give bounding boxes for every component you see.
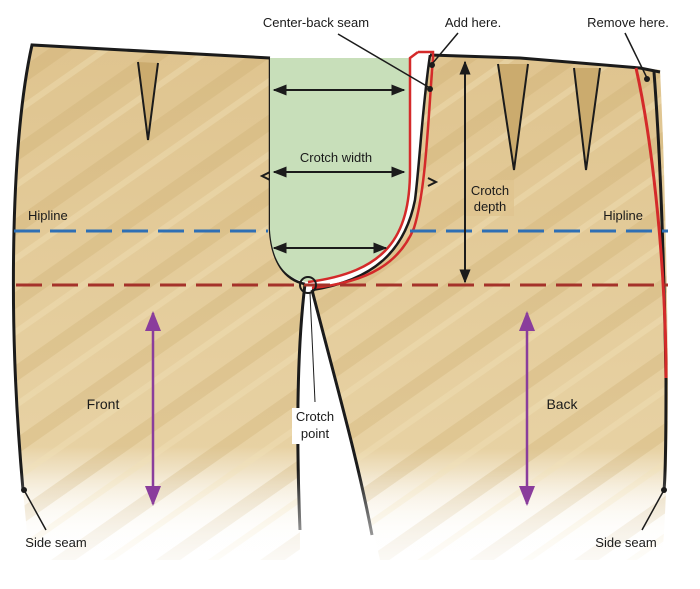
crotch-width-label: Crotch width [300,150,372,165]
crotch-curve-red-line [307,51,419,284]
add-here-leader [431,32,459,65]
crotch-point-leader [309,292,316,403]
crotch-point-label-line1: Crotch [296,409,334,424]
front-outline [11,43,271,491]
back-dart-2 [573,67,601,171]
front-label: Front [87,396,120,412]
hipline-right-label: Hipline [603,208,643,223]
remove-here-leader [624,32,648,79]
center-back-seam-dot [427,86,433,92]
back-dart-1 [497,63,529,171]
crotch-point-label-line2: point [301,426,330,441]
remove-here-dot [644,76,650,82]
front-dart [137,61,159,141]
back-outline-top [429,53,661,74]
front-panel-texture [14,45,305,560]
side-seam-right-leader [641,489,665,531]
bottom-fade [0,470,700,589]
crotch-width-label-bg [294,150,378,166]
center-back-seam-leader [337,33,431,89]
side-seam-left-label: Side seam [25,535,86,550]
side-seam-left-dot [21,487,27,493]
add-here-label: Add here. [445,15,501,30]
back-panel [310,53,668,560]
side-seam-right-label: Side seam [595,535,656,550]
back-center-seam-outline [311,54,432,292]
center-back-seam-label: Center-back seam [263,15,369,30]
side-seam-right-dot [661,487,667,493]
back-panel-texture [312,55,668,560]
remove-here-label: Remove here. [587,15,669,30]
crotch-depth-label-line2: depth [474,199,507,214]
crotch-point-label-bg [292,408,338,444]
hipline-left-label: Hipline [28,208,68,223]
back-notch [427,177,439,187]
crotch-depth-label-bg [466,180,514,216]
front-panel [11,43,307,560]
side-seam-left-leader [23,489,47,531]
crotch-depth-label-line1: Crotch [471,183,509,198]
remove-here-alteration-line [634,67,668,379]
front-notch [259,171,271,181]
back-label: Back [546,396,578,412]
crotch-point-circle [299,276,317,294]
add-here-dot [429,62,435,68]
